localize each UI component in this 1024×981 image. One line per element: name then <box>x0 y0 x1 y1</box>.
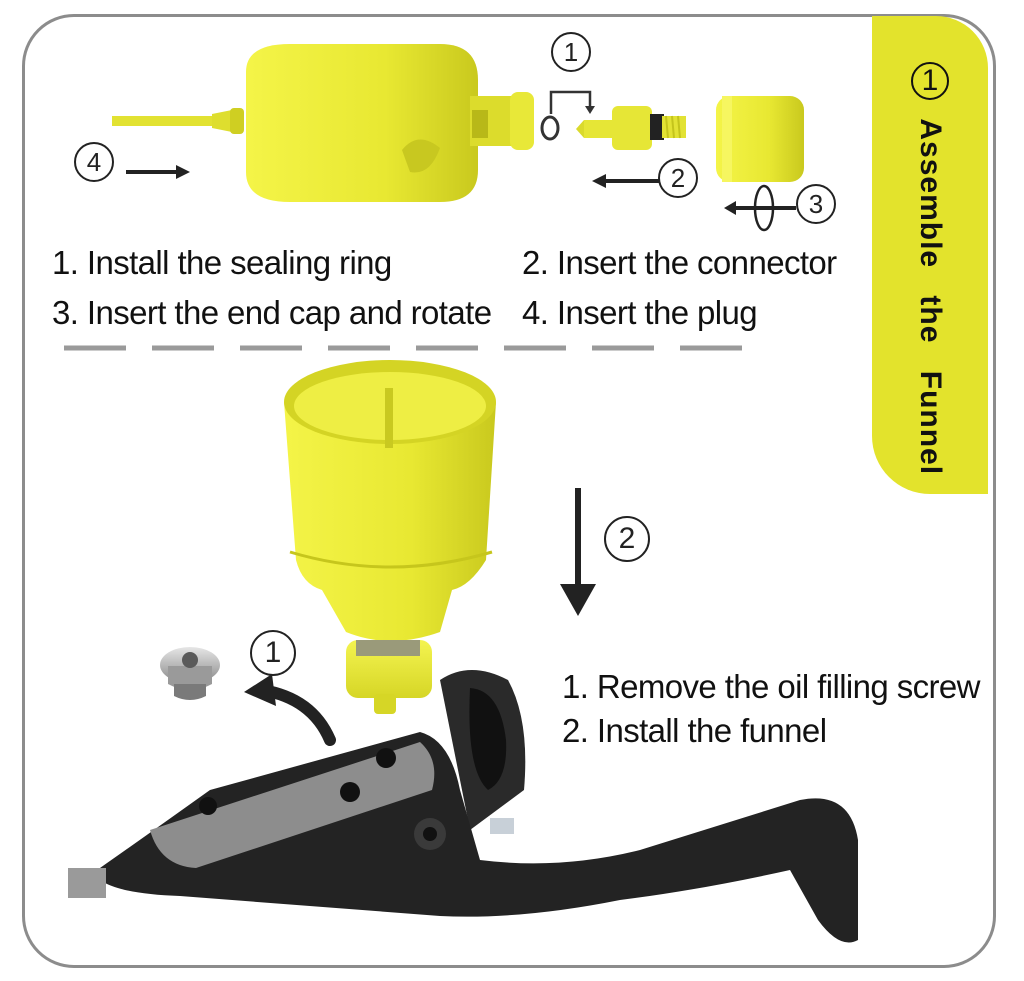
callout-1-bottom: 1 <box>250 630 296 676</box>
sidebar-tab <box>872 16 988 494</box>
top-step-2: 2. Insert the connector <box>522 244 837 281</box>
top-step-1: 1. Install the sealing ring <box>52 244 392 281</box>
oil-filling-screw <box>160 647 220 700</box>
funnel-cup <box>284 360 496 714</box>
curved-arrow-icon <box>244 674 336 746</box>
callout-2-top: 2 <box>658 158 698 198</box>
callout-2-bottom: 2 <box>604 516 650 562</box>
callout-4-top: 4 <box>74 142 114 182</box>
arrow-down-icon <box>560 488 596 616</box>
sealing-ring <box>540 115 560 141</box>
bottom-step-1: 1. Remove the oil filling screw <box>562 668 981 705</box>
callout-3-top: 3 <box>796 184 836 224</box>
arrow-left-icon <box>592 174 660 188</box>
callout-1-top: 1 <box>551 32 591 72</box>
rotate-arrow-icon <box>724 184 796 232</box>
arrow-right-icon <box>126 165 190 179</box>
brake-lever <box>68 670 858 943</box>
top-step-3: 3. Insert the end cap and rotate <box>52 294 492 331</box>
end-cap-part <box>716 96 804 182</box>
bracket-arrow-icon <box>549 90 592 114</box>
funnel-body-side <box>246 44 534 202</box>
top-step-4: 4. Insert the plug <box>522 294 758 331</box>
connector-part <box>576 106 686 150</box>
bottom-step-2: 2. Install the funnel <box>562 712 827 749</box>
plug-part <box>112 108 244 134</box>
